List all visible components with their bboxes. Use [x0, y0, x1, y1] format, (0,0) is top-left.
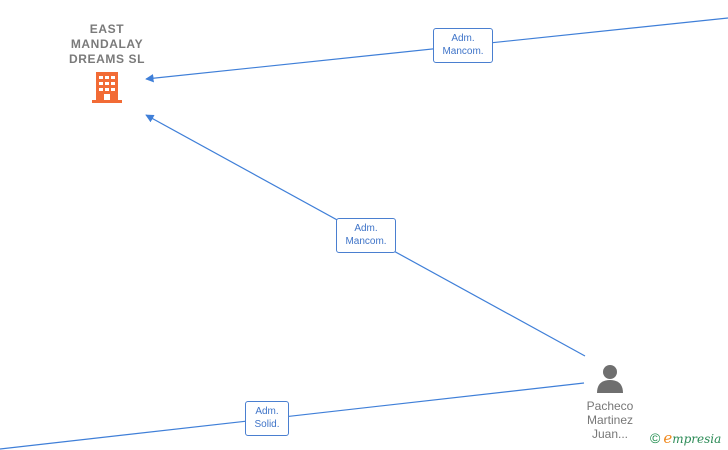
- person-node[interactable]: Pacheco Martinez Juan...: [570, 363, 650, 441]
- edge-label-adm-solid[interactable]: Adm. Solid.: [245, 401, 289, 436]
- person-icon: [597, 365, 623, 393]
- edge-label-adm-mancom-middle[interactable]: Adm. Mancom.: [336, 218, 396, 253]
- edge-line-bottom: [0, 382, 585, 450]
- empresia-watermark[interactable]: © empresia: [650, 428, 721, 448]
- company-name[interactable]: EAST MANDALAY DREAMS SL: [68, 22, 146, 66]
- copyright-symbol: ©: [650, 430, 661, 446]
- brand-rest: mpresia: [672, 432, 722, 446]
- edge-label-adm-mancom-top[interactable]: Adm. Mancom.: [433, 28, 493, 63]
- company-node[interactable]: EAST MANDALAY DREAMS SL: [55, 22, 159, 103]
- brand-initial: e: [663, 429, 673, 447]
- building-icon: [92, 72, 122, 103]
- person-name[interactable]: Pacheco Martinez Juan...: [586, 399, 634, 441]
- brand-logo: empresia: [663, 429, 721, 447]
